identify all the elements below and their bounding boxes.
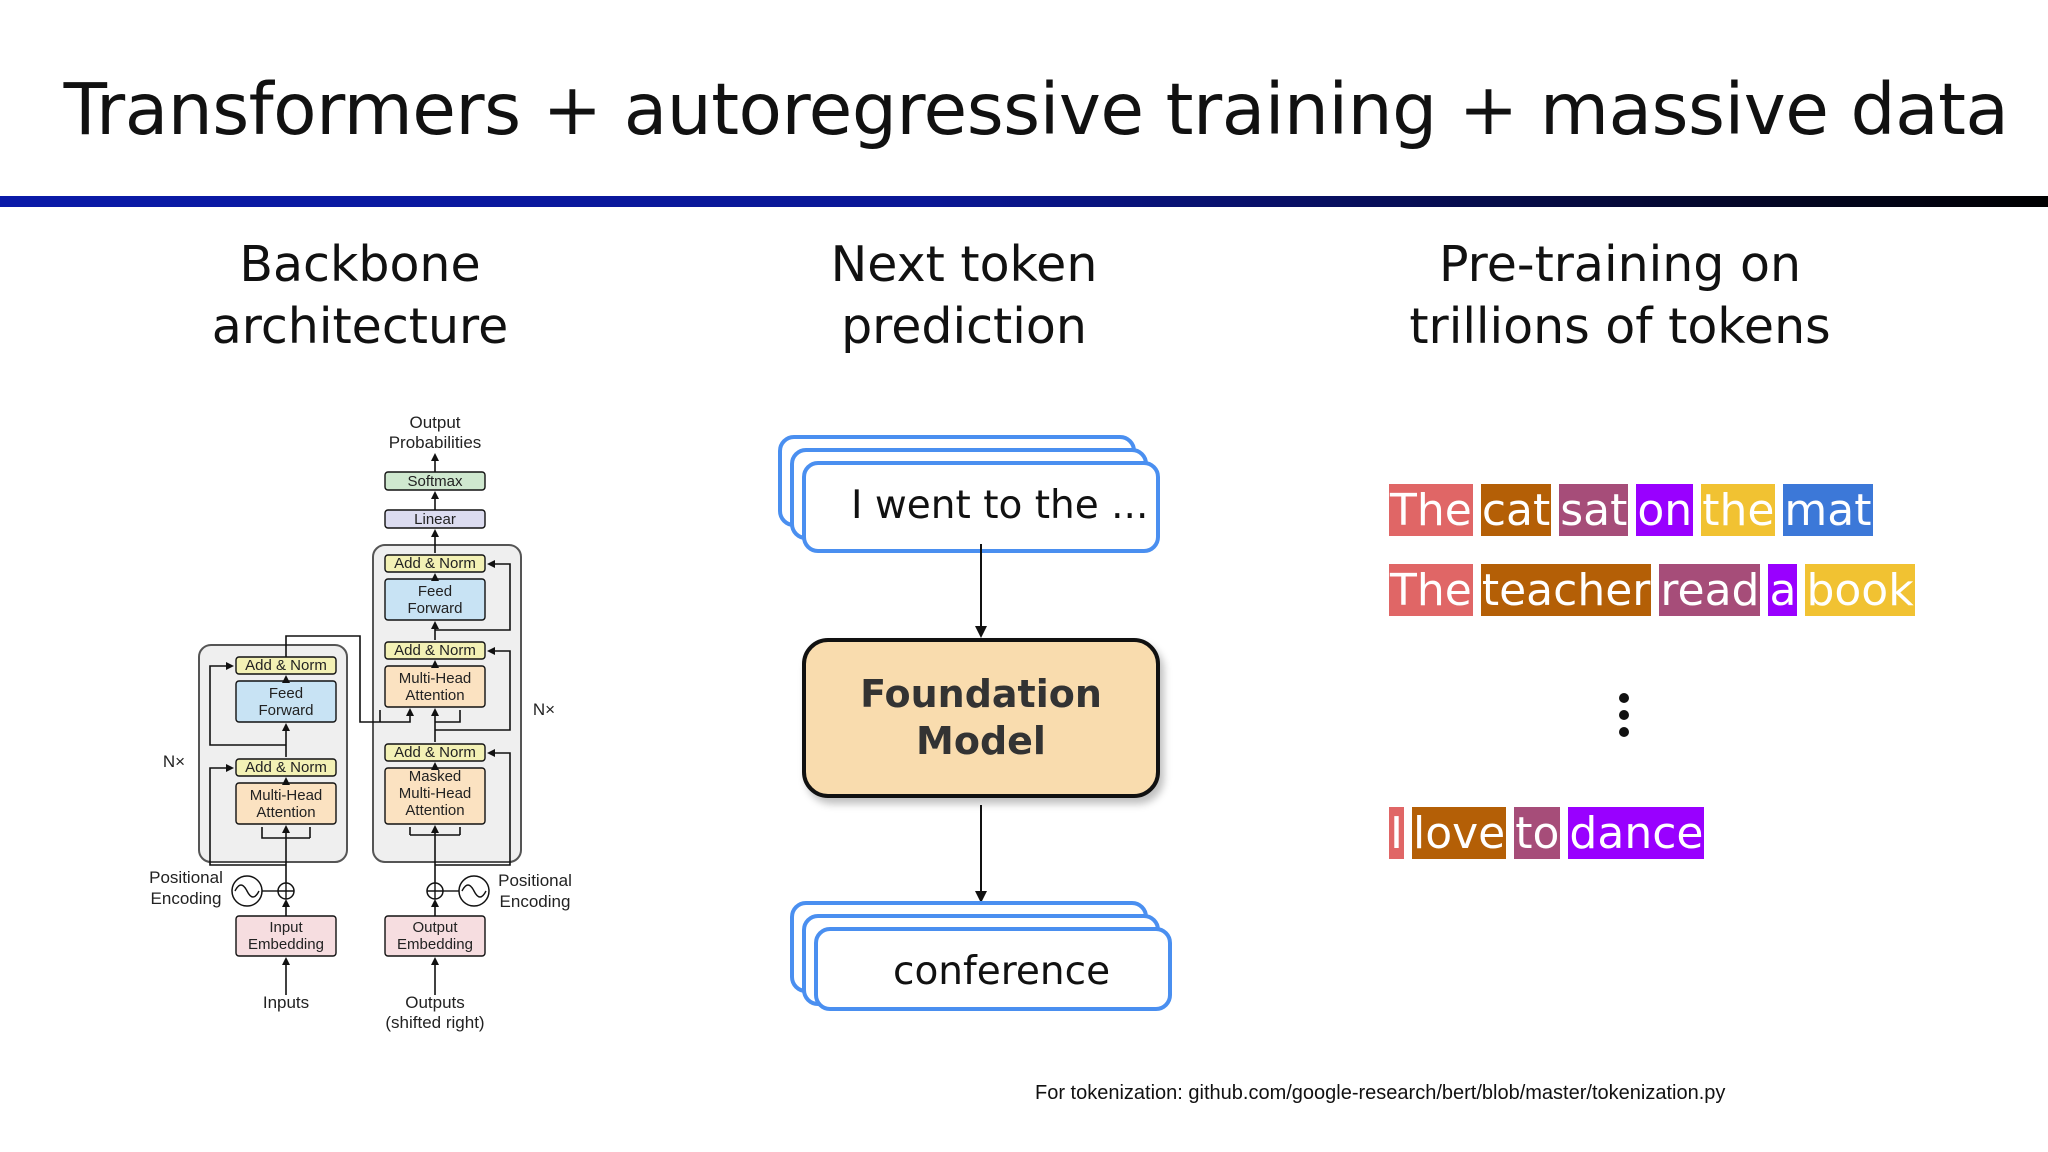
output-card: conference [814, 927, 1172, 1011]
arrow-to-output-head [975, 891, 987, 903]
title-divider [0, 196, 2048, 207]
input-embedding-label-2: Embedding [248, 936, 324, 953]
encoder-add-norm-top-label: Add & Norm [245, 657, 327, 674]
output-probabilities-label-2: Probabilities [389, 433, 482, 452]
backbone-heading: Backbone architecture [160, 234, 560, 358]
arrow-to-model-head [975, 626, 987, 638]
encoder-mha-label-2: Attention [256, 804, 315, 821]
token: cat [1480, 484, 1552, 536]
token: sat [1559, 484, 1629, 536]
decoder-add-norm-bottom-label: Add & Norm [394, 744, 476, 761]
encoder-ff-label-2: Forward [258, 702, 313, 719]
tokenization-footnote: For tokenization: github.com/google-rese… [1035, 1082, 1726, 1104]
arrow-to-model [980, 544, 982, 626]
inputs-label: Inputs [263, 993, 309, 1012]
foundation-model-label-2: Model [916, 719, 1046, 763]
token: a [1768, 564, 1798, 616]
decoder-mha-label-1: Multi-Head [399, 670, 472, 687]
token: teacher [1480, 564, 1652, 616]
decoder-positional-label-2: Encoding [500, 892, 571, 911]
softmax-label: Softmax [407, 473, 463, 490]
ellipsis-icon [1619, 693, 1631, 744]
decoder-ff-label-2: Forward [407, 600, 462, 617]
transformer-diagram: Add & Norm Feed Forward Add & Norm Multi… [140, 405, 600, 1045]
token: love [1411, 807, 1507, 859]
output-embedding-label-2: Embedding [397, 936, 473, 953]
decoder-ff-label-1: Feed [418, 583, 452, 600]
token: The [1389, 484, 1473, 536]
decoder-masked-label-3: Attention [405, 802, 464, 819]
prompt-text: I went to the ... [851, 483, 1149, 528]
decoder-add-norm-mid-label: Add & Norm [394, 642, 476, 659]
encoder-positional-label-1: Positional [149, 868, 223, 887]
encoder-positional-label-2: Encoding [151, 889, 222, 908]
output-embedding-label-1: Output [412, 919, 458, 936]
token: the [1701, 484, 1776, 536]
encoder-block [198, 644, 348, 863]
decoder-masked-label-2: Multi-Head [399, 785, 472, 802]
linear-label: Linear [414, 511, 456, 528]
backbone-heading-line2: architecture [211, 298, 509, 355]
token: The [1389, 564, 1473, 616]
outputs-label-1: Outputs [405, 993, 465, 1012]
decoder-mha-label-2: Attention [405, 687, 464, 704]
next-token-heading-line2: prediction [841, 298, 1087, 355]
decoder-add-norm-top [384, 554, 486, 573]
backbone-heading-line1: Backbone [239, 236, 481, 293]
encoder-add-norm-bottom-label: Add & Norm [245, 759, 327, 776]
encoder-mha-label-1: Multi-Head [250, 787, 323, 804]
output-text: conference [893, 949, 1111, 994]
decoder-nx-label: N× [533, 700, 555, 719]
decoder-add-norm-top-label: Add & Norm [394, 555, 476, 572]
token: on [1636, 484, 1694, 536]
encoder-nx-label: N× [163, 752, 185, 771]
decoder-add-norm-bottom [384, 743, 486, 762]
decoder-add-norm-mid [384, 641, 486, 660]
token: dance [1568, 807, 1705, 859]
slide-title: Transformers + autoregressive training +… [63, 68, 2009, 151]
token: to [1514, 807, 1561, 859]
arrow-to-output [980, 805, 982, 893]
encoder-ff-label-1: Feed [269, 685, 303, 702]
token: book [1805, 564, 1915, 616]
pretraining-heading-line1: Pre-training on [1438, 236, 1802, 293]
outputs-label-2: (shifted right) [385, 1013, 484, 1032]
token: mat [1783, 484, 1873, 536]
output-probabilities-label-1: Output [409, 413, 460, 432]
pretraining-heading-line2: trillions of tokens [1409, 298, 1831, 355]
next-token-heading-line1: Next token [830, 236, 1098, 293]
encoder-add-norm-bottom [235, 758, 337, 777]
decoder-positional-label-1: Positional [498, 871, 572, 890]
token: read [1659, 564, 1761, 616]
token: I [1389, 807, 1404, 859]
prompt-card: I went to the ... [802, 461, 1160, 553]
next-token-heading: Next token prediction [764, 234, 1164, 358]
pretraining-heading: Pre-training on trillions of tokens [1360, 234, 1880, 358]
input-embedding-label-1: Input [269, 919, 303, 936]
decoder-masked-label-1: Masked [409, 768, 462, 785]
foundation-model-label-1: Foundation [860, 672, 1102, 716]
foundation-model-box: Foundation Model [802, 638, 1160, 798]
